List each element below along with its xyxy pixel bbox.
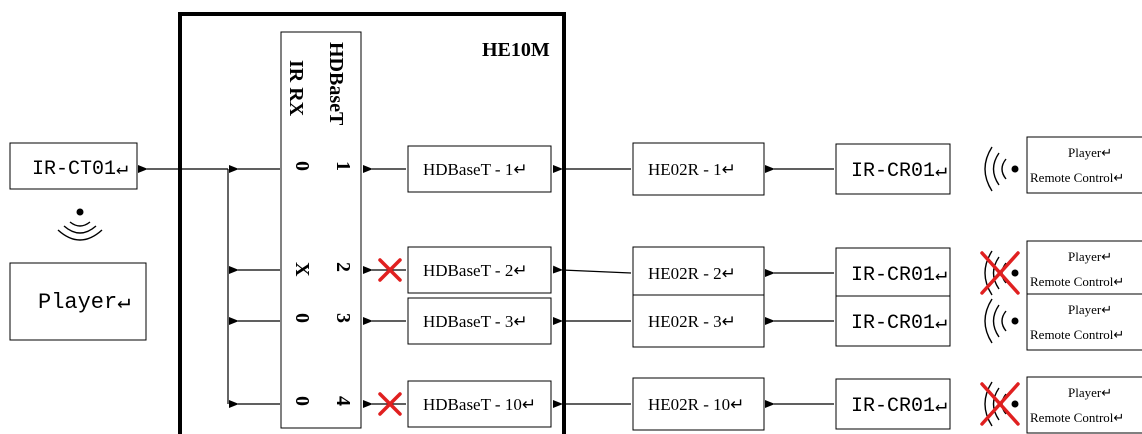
receiver-label: HE02R - 3↵ (648, 312, 736, 331)
matrix-box (178, 12, 566, 434)
ir-signal-icon (57, 208, 103, 241)
ir-rx-status: X (291, 262, 313, 277)
hdbaset-input-label: HDBaseT - 2↵ (423, 261, 528, 280)
receiver-label: HE02R - 10↵ (648, 395, 744, 414)
ir-receiver-label: IR-CR01↵ (851, 160, 947, 183)
receiver-label: HE02R - 1↵ (648, 160, 736, 179)
hdbaset-input-box (407, 380, 552, 428)
remote-control-box (1026, 293, 1142, 351)
receiver-label: HE02R - 2↵ (648, 264, 736, 283)
remote-control-line1: Player↵ (1068, 145, 1112, 160)
player-box (9, 262, 147, 341)
ir-receiver-box (835, 295, 951, 347)
port-table (280, 31, 362, 429)
row-3: 3 0 HDBaseT - 3↵ HE02R - 3↵ IR-CR01↵ Player↵ R… (229, 293, 1142, 351)
remote-control-box (1026, 240, 1142, 298)
hdbaset-input-box (407, 145, 552, 193)
remote-control-line1: Player↵ (1068, 302, 1112, 317)
remote-control-line1: Player↵ (1068, 249, 1112, 264)
hdbaset-input-box (407, 297, 552, 345)
ir-rx-status: 0 (291, 161, 313, 171)
ir-emitter-box (9, 142, 138, 190)
remote-control-line2: Remote Control↵ (1030, 410, 1124, 425)
receiver-box (632, 246, 765, 300)
player-label: Player↵ (38, 290, 130, 315)
blocked-remote-x-mark (980, 251, 1020, 295)
ir-receiver-label: IR-CR01↵ (851, 312, 947, 335)
ir-receiver-label: IR-CR01↵ (851, 395, 947, 418)
remote-control-line2: Remote Control↵ (1030, 327, 1124, 342)
remote-control-line1: Player↵ (1068, 385, 1112, 400)
hdbaset-input-box (407, 246, 552, 294)
ir-receiver-box (835, 378, 951, 430)
ir-receiver-box (835, 247, 951, 299)
ir-wave-icon (984, 146, 1019, 192)
blocked-x-mark (378, 392, 402, 416)
row-1: 1 0 HDBaseT - 1↵ HE02R - 1↵ IR-CR01↵ Player↵ R… (229, 136, 1142, 196)
ir-wave-icon (984, 298, 1019, 344)
remote-control-line2: Remote Control↵ (1030, 274, 1124, 289)
receiver-box (632, 142, 765, 196)
port-number: 3 (332, 313, 354, 323)
rows: 1 0 HDBaseT - 1↵ HE02R - 1↵ IR-CR01↵ Player↵ R… (229, 136, 1142, 434)
receiver-box (632, 377, 765, 431)
ir-receiver-box (835, 143, 951, 195)
row-2: 2 X HDBaseT - 2↵ HE02R - 2↵ IR-CR01↵ Player↵ R… (229, 240, 1142, 300)
ir-rx-header: IR RX (285, 60, 307, 117)
remote-control-box (1026, 376, 1142, 434)
blocked-remote-x-mark (980, 382, 1020, 426)
remote-control-box (1026, 136, 1142, 194)
remote-control-line2: Remote Control↵ (1030, 170, 1124, 185)
hdbaset-header: HDBaseT (325, 42, 347, 126)
hdbaset-input-label: HDBaseT - 10↵ (423, 395, 536, 414)
ir-rx-status: 0 (291, 396, 313, 406)
receiver-to-input-arrow (552, 265, 632, 274)
ir-rx-status: 0 (291, 313, 313, 323)
port-number: 4 (332, 396, 354, 406)
ir-emitter-label: IR-CT01↵ (32, 158, 128, 181)
blocked-x-mark (378, 258, 402, 282)
row-4: 4 0 HDBaseT - 10↵ HE02R - 10↵ IR-CR01↵ Player… (229, 376, 1142, 434)
hdbaset-input-label: HDBaseT - 3↵ (423, 312, 528, 331)
matrix-title: HE10M (482, 39, 550, 61)
ir-receiver-label: IR-CR01↵ (851, 264, 947, 287)
port-number: 1 (332, 161, 354, 171)
port-number: 2 (332, 262, 354, 272)
receiver-box (632, 294, 765, 348)
hdbaset-input-label: HDBaseT - 1↵ (423, 160, 528, 179)
